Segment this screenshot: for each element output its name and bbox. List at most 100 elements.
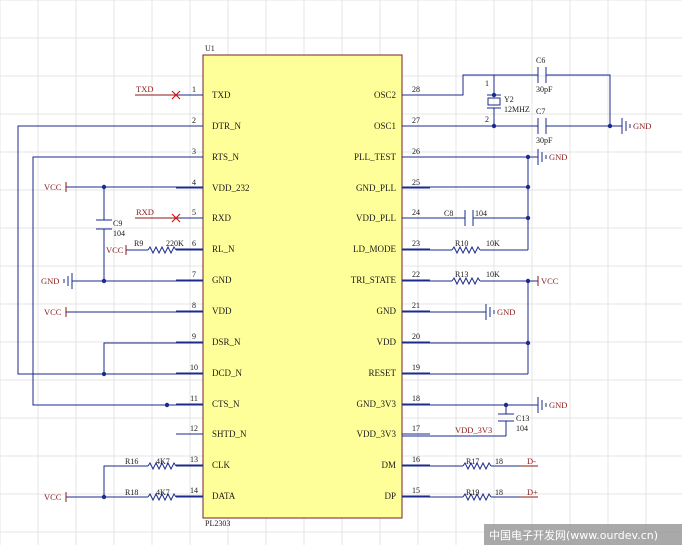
watermark: 中国电子开发网(www.ourdev.cn): [489, 528, 658, 542]
net-label-rxd: RXD: [136, 207, 154, 217]
capacitor-c6-icon[interactable]: [537, 67, 547, 83]
r18-value: 4K7: [156, 488, 170, 497]
no-connect-x-icon: [171, 213, 181, 223]
pin-name-left: DCD_N: [212, 368, 243, 378]
pin-name-right: TRI_STATE: [351, 275, 397, 285]
pin-number-left: 8: [192, 301, 196, 310]
pin-number-left: 14: [190, 486, 198, 495]
junction-dot: [607, 123, 613, 129]
r16-value: 4K7: [156, 457, 170, 466]
junctions: [101, 92, 613, 500]
pin-name-right: VDD: [377, 337, 397, 347]
y2-value: 12MHZ: [504, 105, 530, 114]
resistor-r10-icon[interactable]: [451, 245, 481, 255]
junction-dot: [525, 184, 531, 190]
gnd-label: GND: [633, 121, 651, 131]
chip-pins: 1TXD2DTR_N3RTS_N4VDD_2325RXD6RL_N7GND8VD…: [176, 85, 430, 501]
junction-dot: [101, 184, 107, 190]
junction-dot: [101, 278, 107, 284]
gnd-label: GND: [549, 400, 567, 410]
c8-value: 104: [475, 209, 487, 218]
pin-name-left: TXD: [212, 90, 231, 100]
junction-dot: [525, 278, 531, 284]
gnd-label: GND: [497, 307, 515, 317]
net-label-vdd-3v3: VDD_3V3: [455, 425, 492, 435]
junction-dot: [525, 154, 531, 160]
ground-icon: GND: [537, 149, 567, 165]
gnd-label: GND: [549, 152, 567, 162]
capacitor-c7-icon[interactable]: [537, 118, 547, 134]
resistor-r19-icon[interactable]: [462, 492, 492, 502]
pin-name-left: SHTD_N: [212, 429, 247, 439]
r18-ref: R18: [125, 488, 138, 497]
pin-name-left: CTS_N: [212, 399, 240, 409]
r9-value: 220K: [166, 239, 184, 248]
pin-name-right: DP: [384, 491, 396, 501]
net-label-dp: D+: [527, 487, 538, 497]
pin-number-right: 16: [412, 455, 420, 464]
vcc-label: VCC: [44, 307, 62, 317]
pin-number-right: 24: [412, 208, 420, 217]
crystal-y2-icon[interactable]: [487, 94, 501, 109]
pin-name-left: CLK: [212, 460, 231, 470]
y2-pin1: 1: [485, 79, 489, 88]
pin-number-left: 10: [190, 363, 198, 372]
wire-dsr: [103, 342, 203, 374]
pin-number-right: 21: [412, 301, 420, 310]
c13-ref: C13: [516, 414, 529, 423]
y2-pin2: 2: [485, 115, 489, 124]
capacitor-c13-icon[interactable]: [498, 413, 514, 422]
r9-ref: R9: [134, 239, 143, 248]
pin-number-left: 6: [192, 239, 196, 248]
vcc-label: VCC: [541, 276, 559, 286]
pin-number-left: 11: [190, 394, 198, 403]
resistor-r18-icon[interactable]: [147, 492, 177, 502]
pin-number-left: 2: [192, 116, 196, 125]
pin-number-left: 4: [192, 178, 196, 187]
resistor-r16-icon[interactable]: [147, 461, 177, 471]
net-label-txd: TXD: [136, 84, 153, 94]
junction-dot: [525, 340, 531, 346]
resistor-r17-icon[interactable]: [462, 461, 492, 471]
capacitor-c9-icon[interactable]: [96, 219, 112, 230]
resistor-r13-icon[interactable]: [451, 276, 481, 286]
pin-name-left: VDD: [212, 306, 232, 316]
pin-name-right: OSC2: [374, 90, 396, 100]
pin-number-right: 28: [412, 85, 420, 94]
pin-name-right: GND_PLL: [356, 183, 396, 193]
pin-number-left: 7: [192, 270, 196, 279]
chip-body[interactable]: [202, 54, 403, 519]
pin-name-left: RXD: [212, 213, 232, 223]
ground-icon: GND: [41, 273, 73, 289]
vcc-label: VCC: [106, 245, 124, 255]
pin-number-right: 25: [412, 178, 420, 187]
junction-dot: [164, 402, 170, 408]
wire-osc2: [402, 74, 538, 96]
pin-number-left: 9: [192, 332, 196, 341]
vcc-label: VCC: [44, 492, 62, 502]
pin-name-left: DATA: [212, 491, 236, 501]
vcc-power-icon: VCC: [44, 492, 67, 502]
pin-number-right: 17: [412, 424, 420, 433]
pin-number-left: 13: [190, 455, 198, 464]
pin-number-right: 15: [412, 486, 420, 495]
r19-value: 18: [495, 488, 503, 497]
ground-icon: GND: [485, 304, 515, 320]
wire-c6-right: [546, 74, 611, 126]
pin-number-left: 12: [190, 424, 198, 433]
c9-ref: C9: [113, 219, 122, 228]
pin-name-left: DSR_N: [212, 337, 241, 347]
pin-name-right: VDD_PLL: [356, 213, 396, 223]
pin-number-right: 19: [412, 363, 420, 372]
junction-dot: [491, 123, 497, 129]
resistor-r9-icon[interactable]: [147, 245, 177, 255]
pin-number-right: 27: [412, 116, 420, 125]
capacitor-c8-icon[interactable]: [464, 210, 474, 226]
junction-dot: [525, 215, 531, 221]
r13-ref: R13: [455, 270, 468, 279]
r16-ref: R16: [125, 457, 138, 466]
r13-value: 10K: [486, 270, 500, 279]
chip-ref: U1: [205, 44, 215, 53]
r17-ref: R17: [466, 457, 479, 466]
pin-number-right: 20: [412, 332, 420, 341]
